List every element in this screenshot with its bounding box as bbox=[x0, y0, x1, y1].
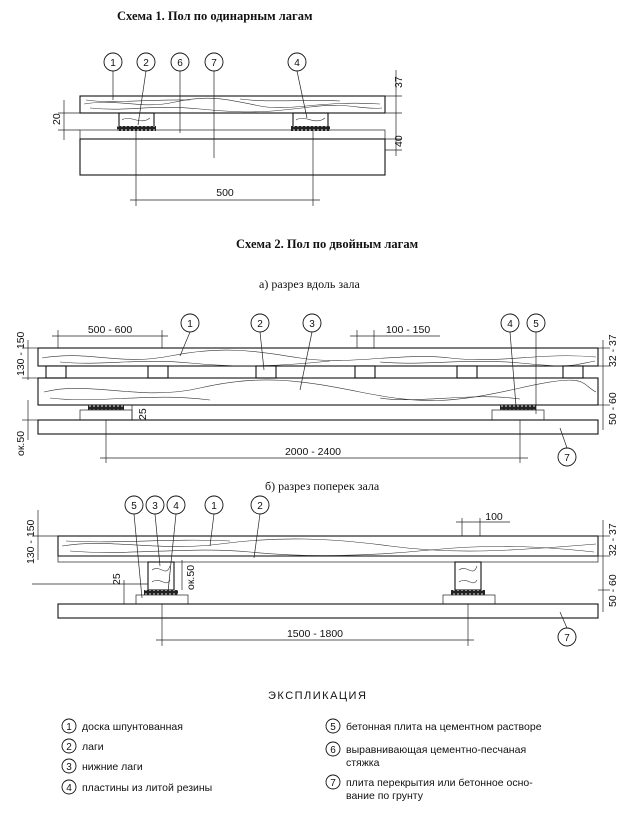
callout-2: 2 bbox=[257, 501, 263, 512]
explication-left: 1 доска шпунтованная 2 лаги 3 нижние лаг… bbox=[61, 718, 212, 795]
callout-4: 4 bbox=[294, 58, 300, 69]
legend-item-2: лаги bbox=[82, 741, 104, 753]
callout-5: 5 bbox=[533, 319, 539, 330]
section-b-dim-top: 100 bbox=[485, 511, 503, 523]
callout-circle bbox=[136, 52, 156, 72]
callout-7: 7 bbox=[564, 453, 570, 464]
callout-circle bbox=[103, 52, 123, 72]
legend-item-3: нижние лаги bbox=[82, 761, 143, 773]
scheme1-section bbox=[58, 70, 402, 206]
legend-num-4: 4 bbox=[66, 783, 72, 794]
callout-5: 5 bbox=[131, 501, 137, 512]
callout-circle bbox=[287, 52, 307, 72]
section-b-dim-small: 25 bbox=[111, 573, 123, 585]
scheme1-dim-left: 20 bbox=[51, 113, 63, 125]
section-b-dim-left-top: 130 - 150 bbox=[25, 519, 37, 564]
section-a-callouts: 1 2 3 4 5 7 bbox=[180, 313, 577, 467]
callout-7: 7 bbox=[564, 633, 570, 644]
explication-title: ЭКСПЛИКАЦИЯ bbox=[268, 690, 367, 702]
callout-2: 2 bbox=[143, 58, 149, 69]
legend-num-2: 2 bbox=[66, 742, 72, 753]
section-a-dim-left-bottom: ок.50 bbox=[15, 431, 27, 456]
section-b-callouts: 5 3 4 1 2 7 bbox=[124, 495, 577, 647]
section-a-dim-bottom: 2000 - 2400 bbox=[285, 446, 341, 458]
legend-item-6: выравнивающая цементно-песчаная bbox=[346, 744, 526, 756]
callout-1: 1 bbox=[211, 501, 217, 512]
section-b-dim-ok50: ок.50 bbox=[185, 565, 197, 590]
scheme1-dim-span: 500 bbox=[216, 187, 234, 199]
legend-num-7: 7 bbox=[330, 778, 336, 789]
callout-circle bbox=[170, 52, 190, 72]
callout-3: 3 bbox=[309, 319, 315, 330]
callout-7: 7 bbox=[211, 58, 217, 69]
section-b-dim-right-bottom: 50 - 60 bbox=[607, 574, 619, 607]
section-a-drawing bbox=[22, 330, 610, 463]
scheme2-title: Схема 2. Пол по двойным лагам bbox=[236, 237, 419, 251]
section-b-dim-bottom: 1500 - 1800 bbox=[287, 628, 343, 640]
legend-item-4: пластины из литой резины bbox=[82, 782, 212, 794]
scheme1-dim-top: 37 bbox=[393, 76, 405, 88]
section-b-title: б) разрез поперек зала bbox=[265, 479, 380, 493]
legend-item-6-cont: стяжка bbox=[346, 757, 380, 769]
section-a-dim-span2: 100 - 150 bbox=[386, 324, 431, 336]
callout-1: 1 bbox=[187, 319, 193, 330]
legend-num-5: 5 bbox=[330, 722, 336, 733]
section-a-dim-right-top: 32 - 37 bbox=[607, 334, 619, 367]
section-a-dim-right-bottom: 50 - 60 bbox=[607, 392, 619, 425]
explication-right: 5 бетонная плита на цементном растворе 6… bbox=[325, 718, 542, 802]
callout-2: 2 bbox=[257, 319, 263, 330]
callout-4: 4 bbox=[173, 501, 179, 512]
section-b-drawing bbox=[32, 510, 610, 646]
callout-4: 4 bbox=[507, 319, 513, 330]
callout-1: 1 bbox=[110, 58, 116, 69]
section-a-dim-small: 25 bbox=[137, 408, 149, 420]
section-a-dim-left-top: 130 - 150 bbox=[15, 331, 27, 376]
legend-num-6: 6 bbox=[330, 745, 336, 756]
legend-item-7: плита перекрытия или бетонное осно- bbox=[346, 777, 533, 789]
section-a-title: а) разрез вдоль зала bbox=[259, 277, 361, 291]
scheme1-title: Схема 1. Пол по одинарным лагам bbox=[117, 9, 313, 23]
scheme1-dim-bottom: 40 bbox=[393, 135, 405, 147]
callout-6: 6 bbox=[177, 58, 183, 69]
callout-circle bbox=[204, 52, 224, 72]
legend-item-5: бетонная плита на цементном растворе bbox=[346, 721, 542, 733]
callout-3: 3 bbox=[152, 501, 158, 512]
legend-item-1: доска шпунтованная bbox=[82, 721, 183, 733]
scheme1-callouts: 1 2 6 7 4 bbox=[103, 52, 307, 72]
legend-num-1: 1 bbox=[66, 722, 72, 733]
section-a-dim-span1: 500 - 600 bbox=[88, 324, 133, 336]
legend-num-3: 3 bbox=[66, 762, 72, 773]
legend-item-7-cont: вание по грунту bbox=[346, 790, 424, 802]
section-b-dim-right-top: 32 - 37 bbox=[607, 523, 619, 556]
